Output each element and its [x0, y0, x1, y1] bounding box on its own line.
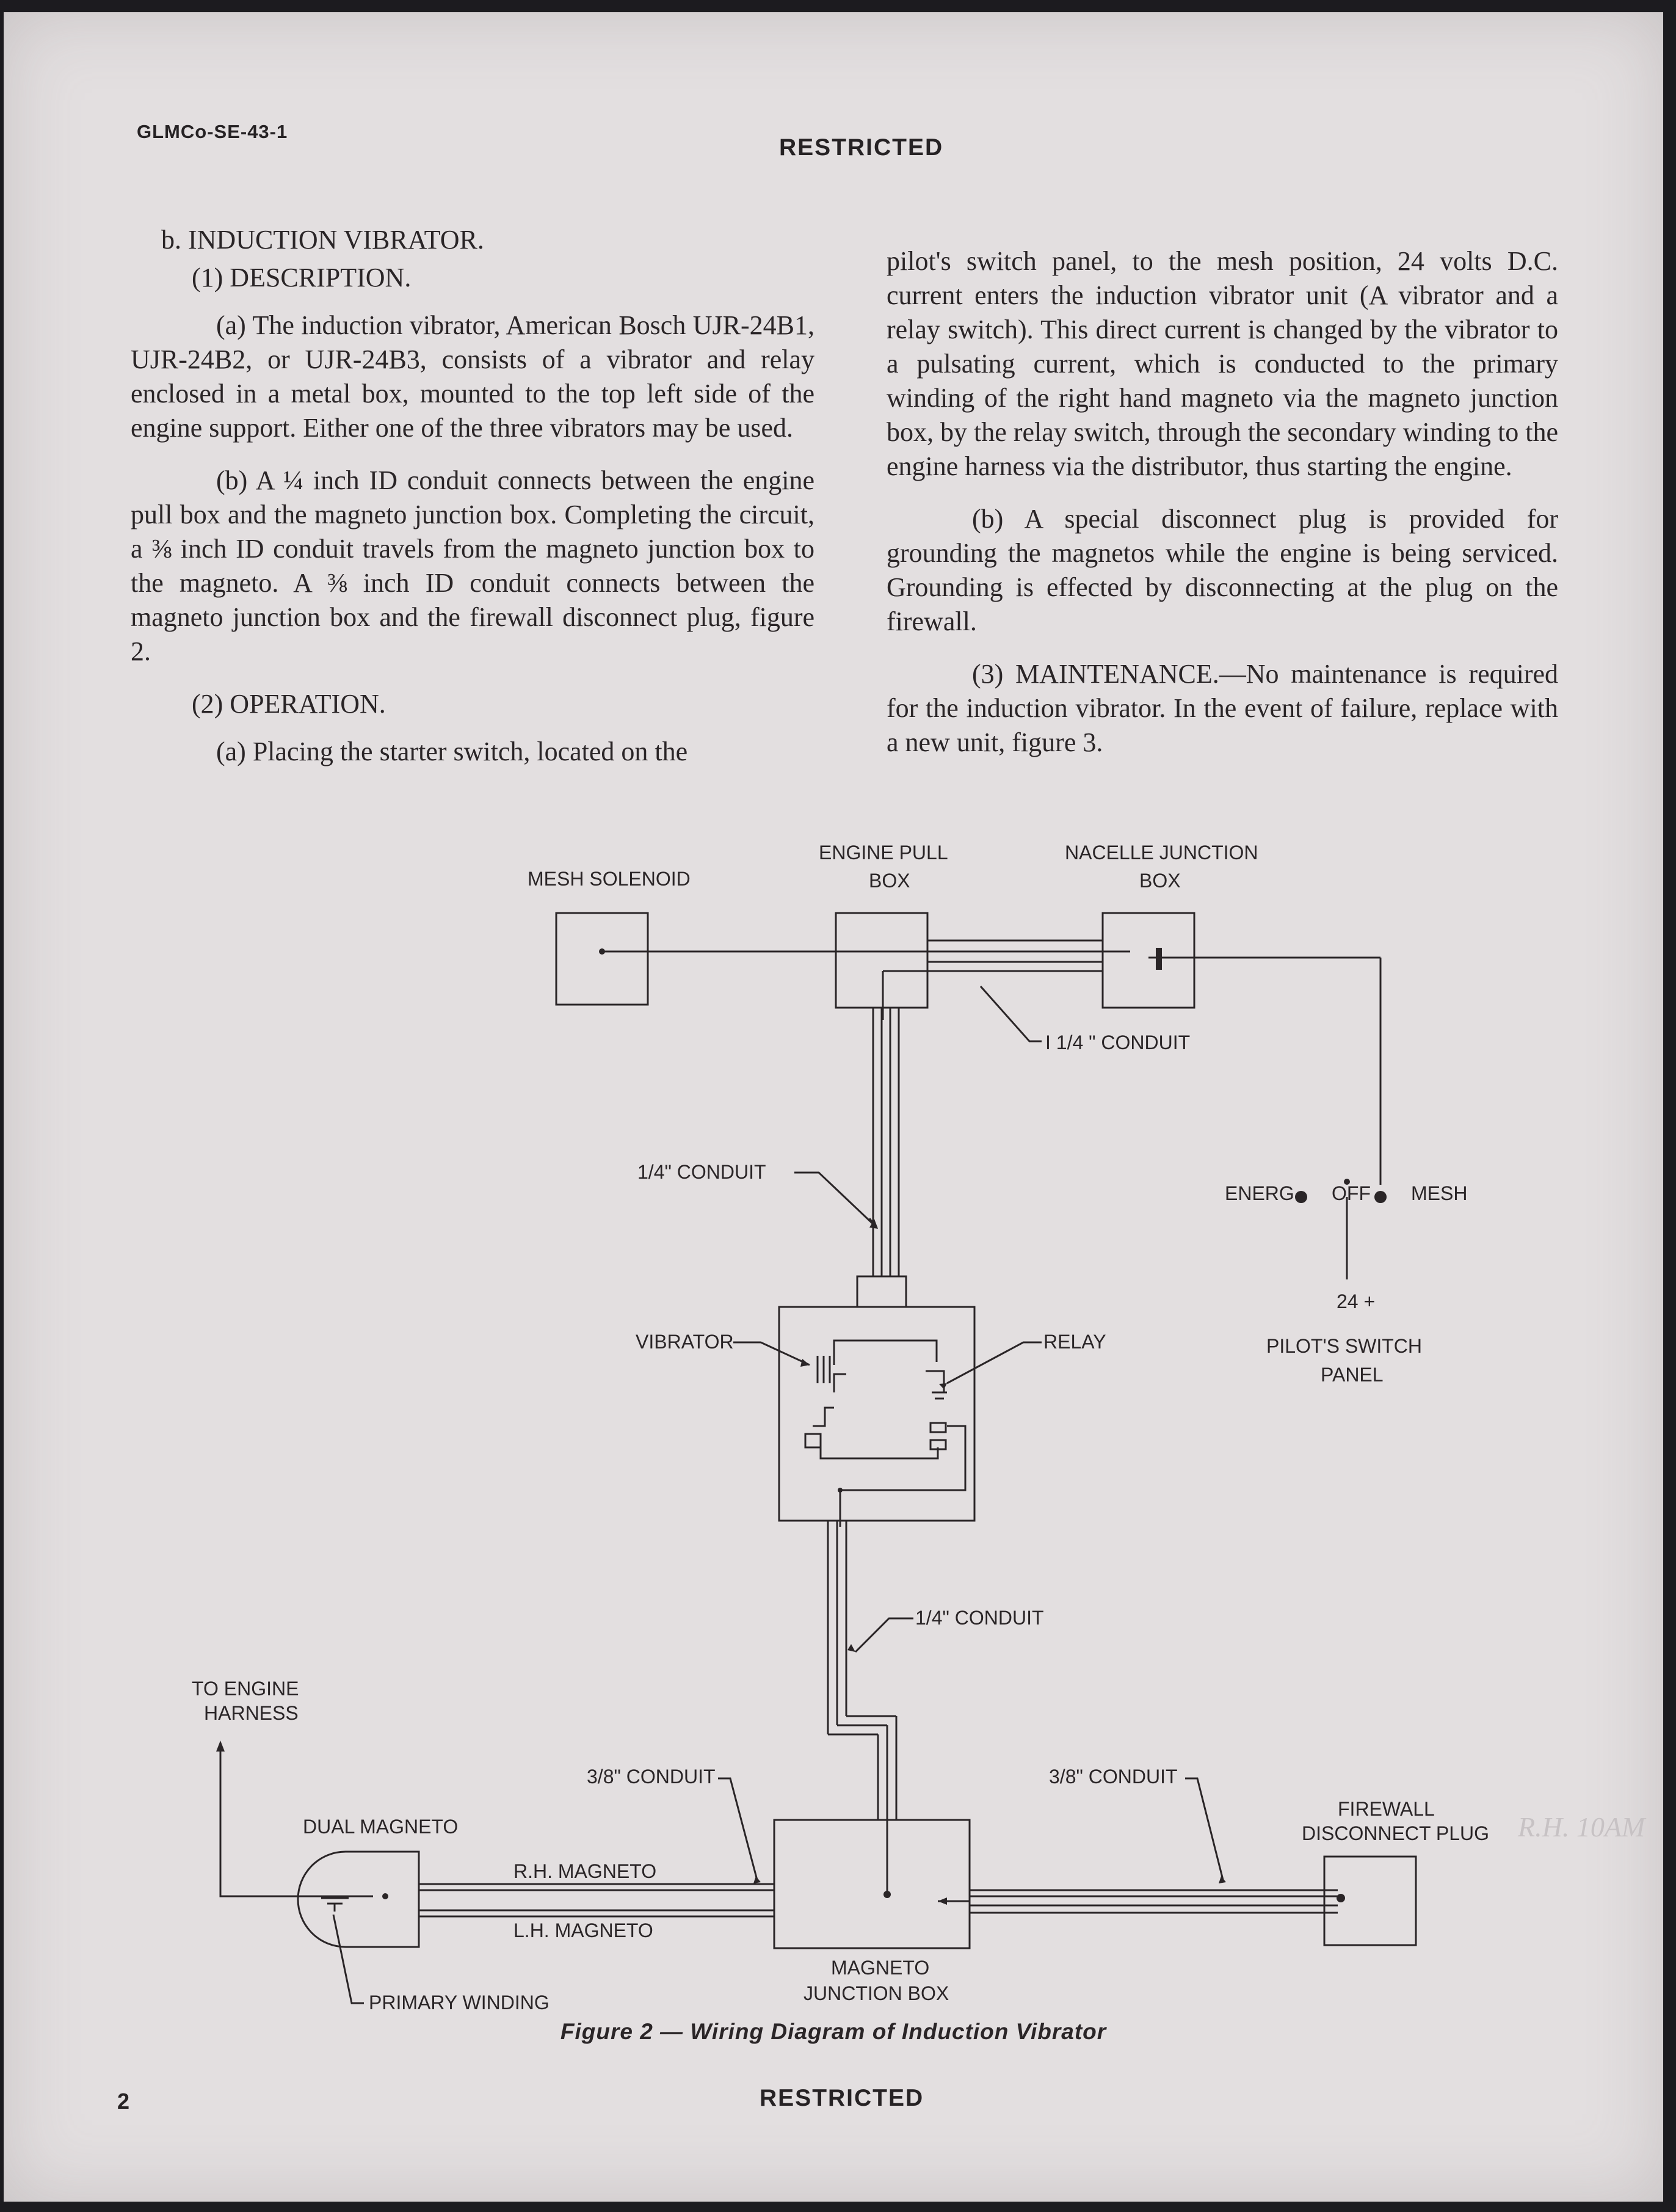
dual-magneto-housing: [297, 1850, 420, 1948]
conduit-1-1-4-label: I 1/4 " CONDUIT: [1045, 1031, 1190, 1053]
vibrator-label: VIBRATOR: [636, 1331, 734, 1353]
operation-paragraph-a-start: (a) Placing the starter switch, located …: [216, 737, 688, 766]
lower-1-4-conduit-label: 1/4" CONDUIT: [915, 1607, 1044, 1629]
relay-label: RELAY: [1043, 1331, 1106, 1353]
text-column-left: b. INDUCTION VIBRATOR. (1) DESCRIPTION. …: [131, 223, 814, 769]
mesh-solenoid-box: [555, 912, 649, 1006]
classification-header: RESTRICTED: [779, 134, 944, 161]
description-heading: (1) DESCRIPTION.: [192, 263, 412, 293]
nacelle-junction-box: [1101, 912, 1195, 1009]
pencil-annotation: R.H. 10AM: [1518, 1811, 1645, 1843]
magneto-junction-box-label-line2: JUNCTION BOX: [804, 1982, 949, 2004]
primary-winding-label: PRIMARY WINDING: [369, 1992, 550, 2014]
operation-paragraph-b: (b) A special disconnect plug is provide…: [887, 504, 1558, 636]
switch-off-label: OFF: [1332, 1182, 1371, 1204]
upper-1-4-conduit-label: 1/4" CONDUIT: [637, 1161, 766, 1183]
switch-24v-label: 24 +: [1337, 1290, 1375, 1312]
to-engine-harness-label-line2: HARNESS: [204, 1702, 299, 1724]
description-paragraph-a: (a) The induction vibrator, American Bos…: [131, 310, 814, 443]
switch-mesh-label: MESH: [1411, 1182, 1467, 1204]
switch-energ-label: ENERG: [1225, 1182, 1294, 1204]
page-number: 2: [117, 2089, 130, 2114]
pilot-switch-panel-label-line2: PANEL: [1321, 1364, 1384, 1386]
to-engine-harness-label-line1: TO ENGINE: [192, 1678, 299, 1700]
left-3-8-conduit-label: 3/8" CONDUIT: [587, 1766, 716, 1788]
nacelle-junction-box-label-line1: NACELLE JUNCTION: [1065, 842, 1258, 864]
text-column-right: pilot's switch panel, to the mesh positi…: [887, 244, 1558, 760]
engine-pull-box: [835, 912, 929, 1009]
classification-footer: RESTRICTED: [760, 2085, 924, 2111]
engine-pull-box-label-line2: BOX: [869, 870, 910, 892]
nacelle-junction-box-label-line2: BOX: [1139, 870, 1181, 892]
wiring-diagram: MESH SOLENOID ENGINE PULL BOX NACELLE JU…: [192, 842, 1489, 2014]
pilot-switch-panel-label-line1: PILOT'S SWITCH: [1266, 1335, 1422, 1357]
manual-page: GLMCo-SE-43-1 RESTRICTED b. INDUCTION VI…: [4, 12, 1663, 2202]
mesh-solenoid-label: MESH SOLENOID: [528, 868, 691, 890]
lh-magneto-label: L.H. MAGNETO: [513, 1919, 653, 1941]
section-title: b. INDUCTION VIBRATOR.: [161, 225, 484, 255]
right-3-8-conduit-label: 3/8" CONDUIT: [1049, 1766, 1178, 1788]
magneto-junction-box-label-line1: MAGNETO: [831, 1957, 929, 1979]
maintenance-paragraph: (3) MAINTENANCE.—No maintenance is requi…: [887, 659, 1558, 757]
operation-heading: (2) OPERATION.: [192, 689, 386, 719]
firewall-disconnect-plug-box: [1323, 1855, 1417, 1946]
firewall-disconnect-plug-label-line2: DISCONNECT PLUG: [1302, 1822, 1489, 1844]
magneto-junction-box: [773, 1819, 971, 1949]
engine-pull-box-label-line1: ENGINE PULL: [819, 842, 948, 864]
rh-magneto-label: R.H. MAGNETO: [513, 1860, 656, 1882]
description-paragraph-b: (b) A ¼ inch ID conduit connects between…: [131, 465, 814, 666]
dual-magneto-label: DUAL MAGNETO: [303, 1816, 458, 1838]
operation-paragraph-a-continued: pilot's switch panel, to the mesh positi…: [887, 246, 1558, 481]
firewall-disconnect-plug-label-line1: FIREWALL: [1338, 1798, 1435, 1820]
vibrator-relay-box: [778, 1306, 976, 1522]
document-id: GLMCo-SE-43-1: [137, 121, 288, 142]
figure-caption: Figure 2 — Wiring Diagram of Induction V…: [560, 2019, 1107, 2044]
